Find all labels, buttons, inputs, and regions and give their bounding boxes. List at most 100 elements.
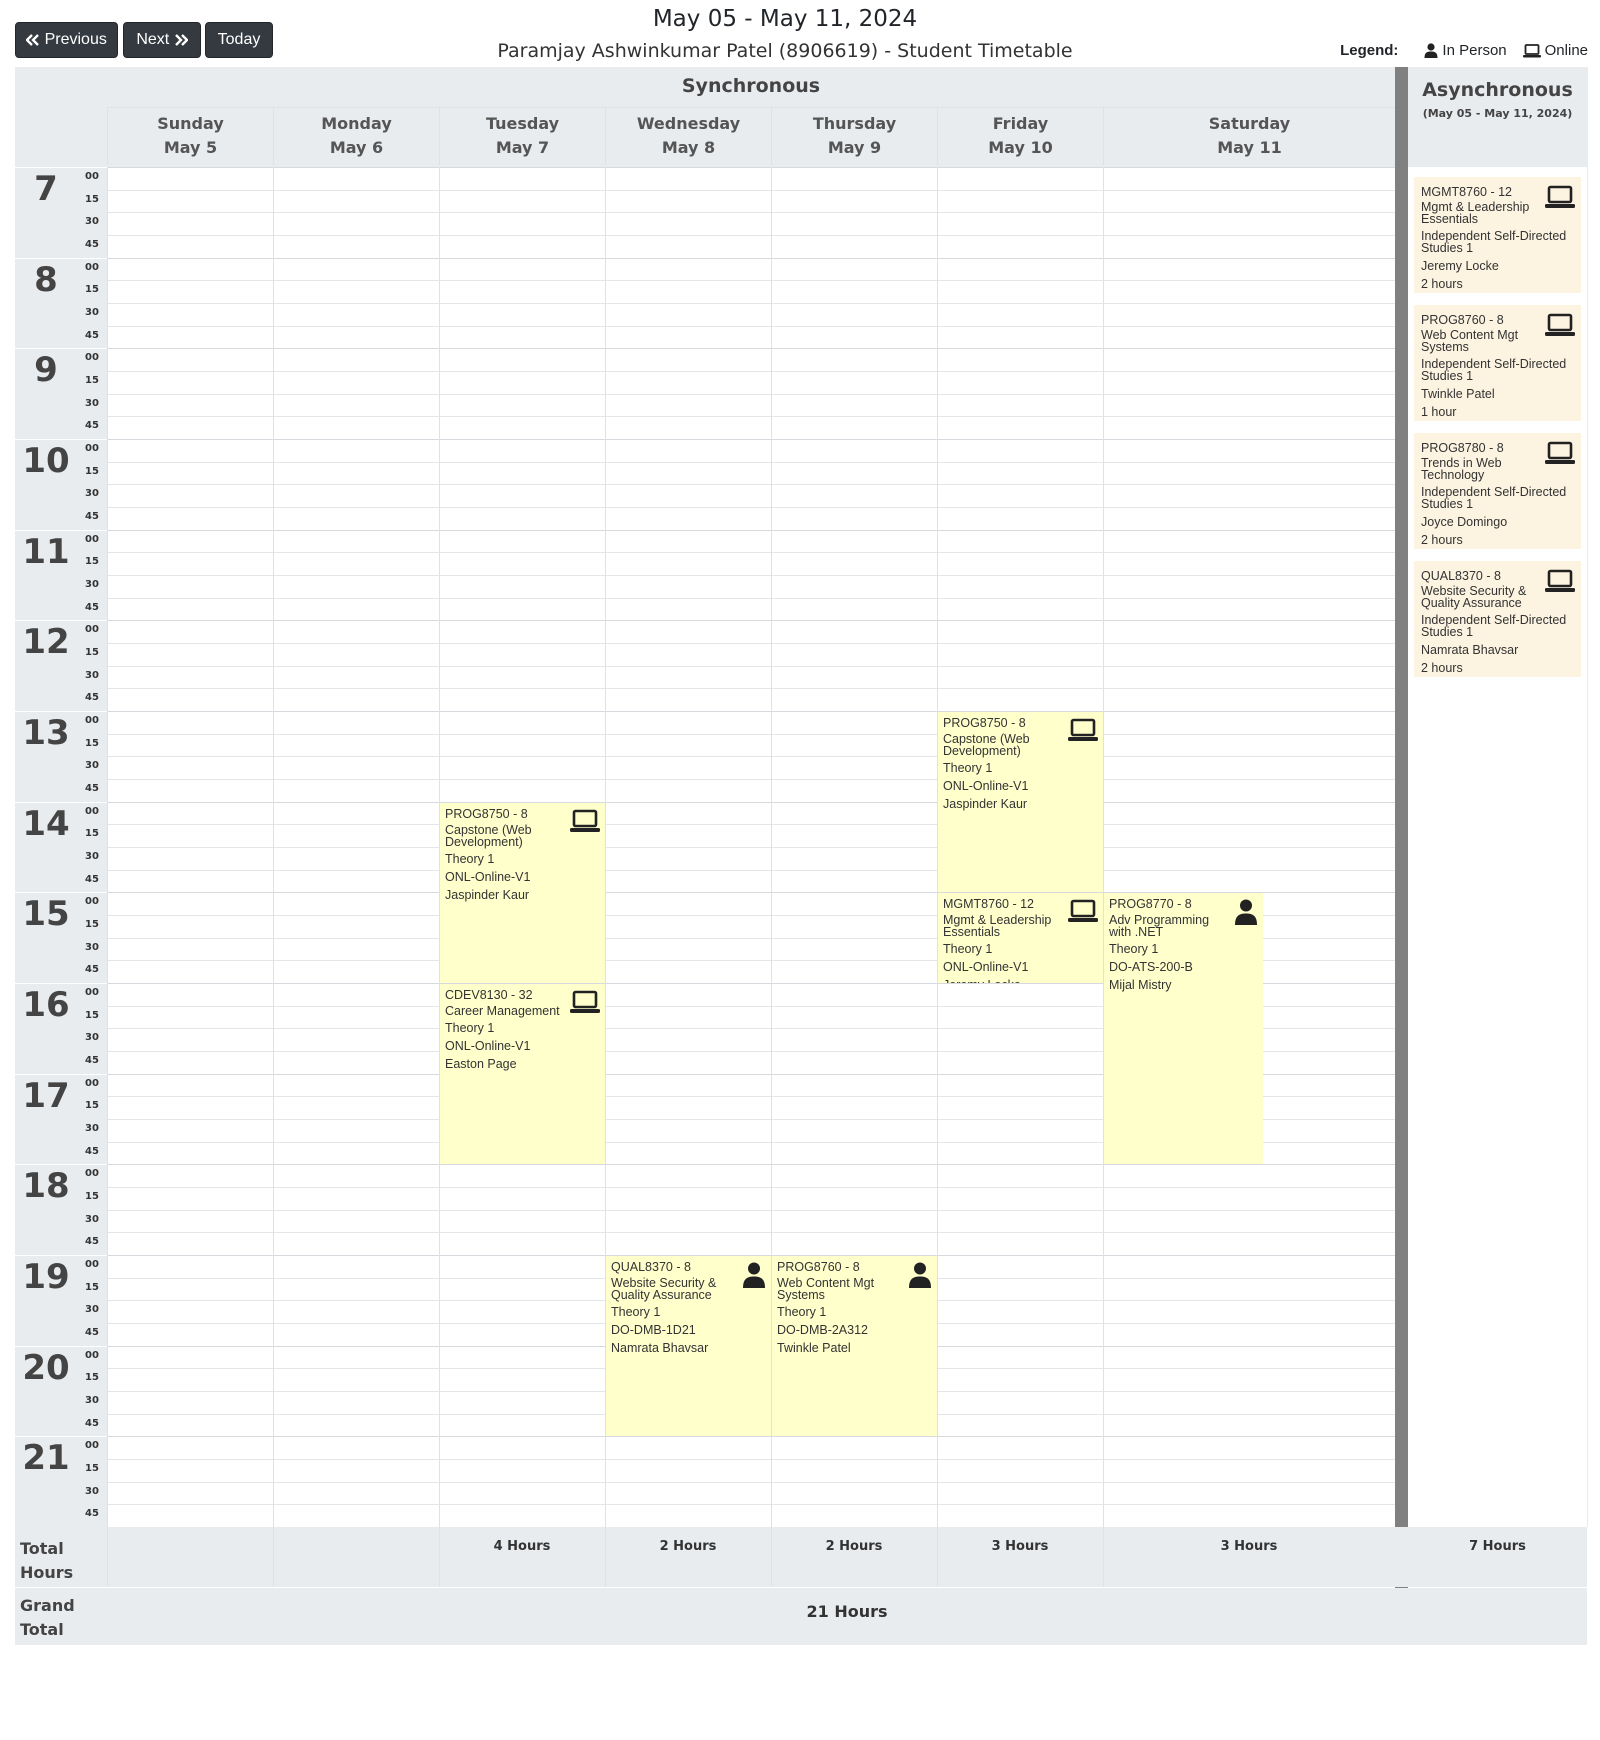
- minute-label: 00: [85, 1168, 99, 1180]
- online-indicator: [1068, 899, 1098, 927]
- sync-title: Synchronous: [681, 75, 821, 97]
- minute-label: 00: [85, 261, 99, 273]
- hour-separator: [15, 257, 107, 259]
- minute-label: 00: [85, 715, 99, 727]
- async-panel: Asynchronous (May 05 - May 11, 2024) MGM…: [1408, 67, 1588, 1527]
- person-icon: [1235, 899, 1257, 926]
- minute-label: 00: [85, 1440, 99, 1452]
- laptop-icon: [1545, 569, 1575, 592]
- grid-line: [107, 552, 1395, 554]
- minute-label: 15: [85, 737, 99, 749]
- section-type: Theory 1: [1109, 942, 1159, 957]
- grid-line: [107, 915, 1395, 917]
- grand-total-value: 21 Hours: [806, 1602, 888, 1621]
- column-line: [439, 167, 440, 1528]
- duration: 2 hours: [1421, 533, 1463, 547]
- hour-separator: [15, 711, 107, 713]
- course-code: PROG8760 - 8: [777, 1260, 860, 1275]
- day-name: Tuesday: [485, 114, 560, 133]
- online-indicator: [1545, 313, 1575, 341]
- laptop-icon: [1068, 718, 1098, 742]
- sync-header: [15, 67, 1395, 167]
- total-hours-tuesday: 4 Hours: [493, 1539, 551, 1554]
- hour-separator: [15, 1073, 107, 1075]
- minute-label: 30: [85, 1485, 99, 1497]
- course-title: Mgmt & Leadership Essentials: [1421, 200, 1530, 226]
- legend-in-person: In Person: [1424, 42, 1507, 59]
- course-code: MGMT8760 - 12: [943, 897, 1035, 912]
- course-title: Web Content Mgt Systems: [777, 1276, 875, 1303]
- in-person-indicator: [1234, 899, 1258, 929]
- hour-separator: [15, 892, 107, 894]
- minute-label: 15: [85, 1191, 99, 1203]
- column-line: [273, 1527, 274, 1587]
- hour-label-10: 10: [15, 439, 77, 530]
- online-indicator: [570, 990, 600, 1018]
- minute-label: 15: [85, 828, 99, 840]
- duration: 1 hour: [1421, 405, 1457, 419]
- minute-label: 00: [85, 896, 99, 908]
- grid-line: [107, 371, 1395, 372]
- minute-label: 45: [85, 783, 99, 795]
- course-title: Web Content Mgt Systems: [1421, 328, 1519, 354]
- total-hours-label: Total Hours: [20, 1539, 74, 1582]
- minute-label: 30: [85, 851, 99, 863]
- room: DO-DMB-1D21: [611, 1323, 696, 1338]
- grid-line: [107, 779, 1395, 781]
- hour-label-11: 11: [15, 529, 77, 621]
- minute-label: 30: [85, 669, 99, 681]
- laptop-icon: [570, 990, 600, 1014]
- minute-label: 15: [85, 1100, 99, 1112]
- instructor: Jaspinder Kaur: [943, 797, 1028, 812]
- hour-label-17: 17: [15, 1073, 77, 1165]
- grid-line: [107, 1028, 1395, 1030]
- next-button[interactable]: Next: [123, 22, 201, 58]
- minute-label: 45: [85, 601, 99, 613]
- room: ONL-Online-V1: [943, 960, 1029, 975]
- room: DO-ATS-200-B: [1109, 960, 1193, 975]
- room: ONL-Online-V1: [445, 869, 531, 884]
- previous-button[interactable]: Previous: [15, 22, 118, 58]
- grid-line: [107, 665, 1395, 667]
- minute-label: 15: [85, 1009, 99, 1021]
- grid-line: [107, 937, 1395, 939]
- grid-line: [107, 1119, 1395, 1121]
- minute-label: 45: [85, 692, 99, 704]
- minute-label: 30: [85, 216, 99, 228]
- legend: Legend: In Person Online: [1340, 42, 1588, 59]
- total-hours-saturday: 3 Hours: [1220, 1539, 1278, 1554]
- hour-label-16: 16: [15, 983, 77, 1074]
- grid-line: [107, 756, 1395, 758]
- minute-label: 00: [85, 352, 99, 364]
- hour-label-18: 18: [15, 1164, 77, 1256]
- grid-line: [107, 847, 1395, 849]
- minute-label: 45: [85, 1508, 99, 1520]
- grid-line: [107, 393, 1395, 395]
- today-button[interactable]: Today: [205, 22, 273, 58]
- minute-label: 00: [85, 533, 99, 545]
- minute-label: 30: [85, 1304, 99, 1316]
- grid-line: [107, 1209, 1395, 1211]
- instructor: Twinkle Patel: [1421, 387, 1495, 401]
- hour-label-8: 8: [15, 257, 77, 349]
- hour-label-20: 20: [15, 1345, 77, 1437]
- instructor: Namrata Bhavsar: [1421, 643, 1519, 657]
- column-line: [771, 167, 772, 1528]
- grid-line: [107, 1504, 1395, 1506]
- instructor: Easton Page: [445, 1057, 517, 1072]
- hour-separator: [15, 1164, 107, 1166]
- instructor: Jaspinder Kaur: [445, 887, 530, 902]
